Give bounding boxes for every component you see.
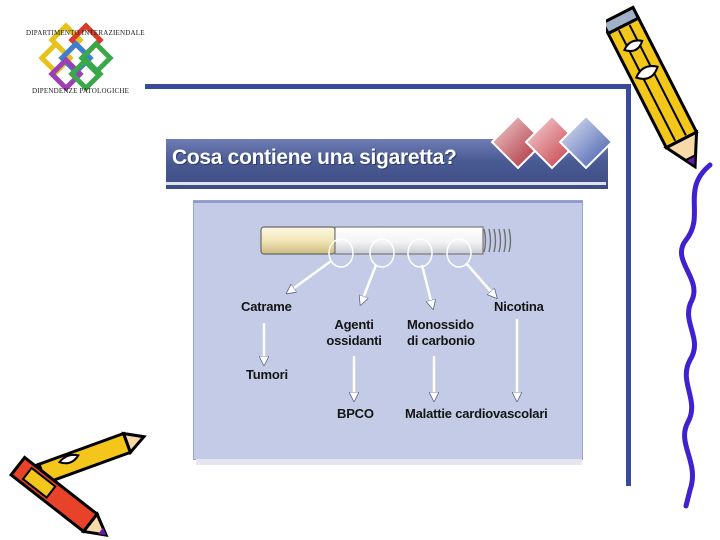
logo-top-text: DIPARTIMENTO INTERAZIENDALE — [26, 29, 145, 37]
component-label-catrame: Catrame — [241, 299, 292, 315]
component-label-monossido: Monossido di carbonio — [407, 317, 475, 349]
component-label-line: ossidanti — [322, 333, 386, 349]
effect-label-cardiovascolari: Malattie cardiovascolari — [405, 406, 548, 422]
pencil-icon — [606, 0, 706, 180]
frame-top-line — [145, 84, 631, 89]
panel-bottom-shadow — [196, 459, 582, 465]
effect-label-tumori: Tumori — [246, 367, 288, 383]
component-label-nicotina: Nicotina — [494, 299, 544, 315]
component-label-line: Agenti — [322, 317, 386, 333]
logo-bottom-text: DIPENDENZE PATOLOGICHE — [32, 87, 129, 95]
crossed-pencils-icon — [0, 430, 150, 540]
effect-label-bpco: BPCO — [337, 406, 374, 422]
title-underline — [166, 182, 606, 185]
arrows-to-effects — [264, 319, 517, 397]
arrows-to-components — [290, 261, 494, 305]
component-label-agenti-ossidanti: Agenti ossidanti — [322, 317, 386, 349]
component-label-line: Monossido — [407, 317, 475, 333]
squiggle-decoration — [670, 160, 720, 510]
page-title: Cosa contiene una sigaretta? — [172, 146, 457, 170]
decorative-diamonds-icon — [484, 108, 614, 180]
component-label-line: di carbonio — [407, 333, 475, 349]
logo: DIPARTIMENTO INTERAZIENDALE DIPENDENZE P… — [18, 18, 136, 100]
cigarette-icon — [261, 227, 511, 254]
